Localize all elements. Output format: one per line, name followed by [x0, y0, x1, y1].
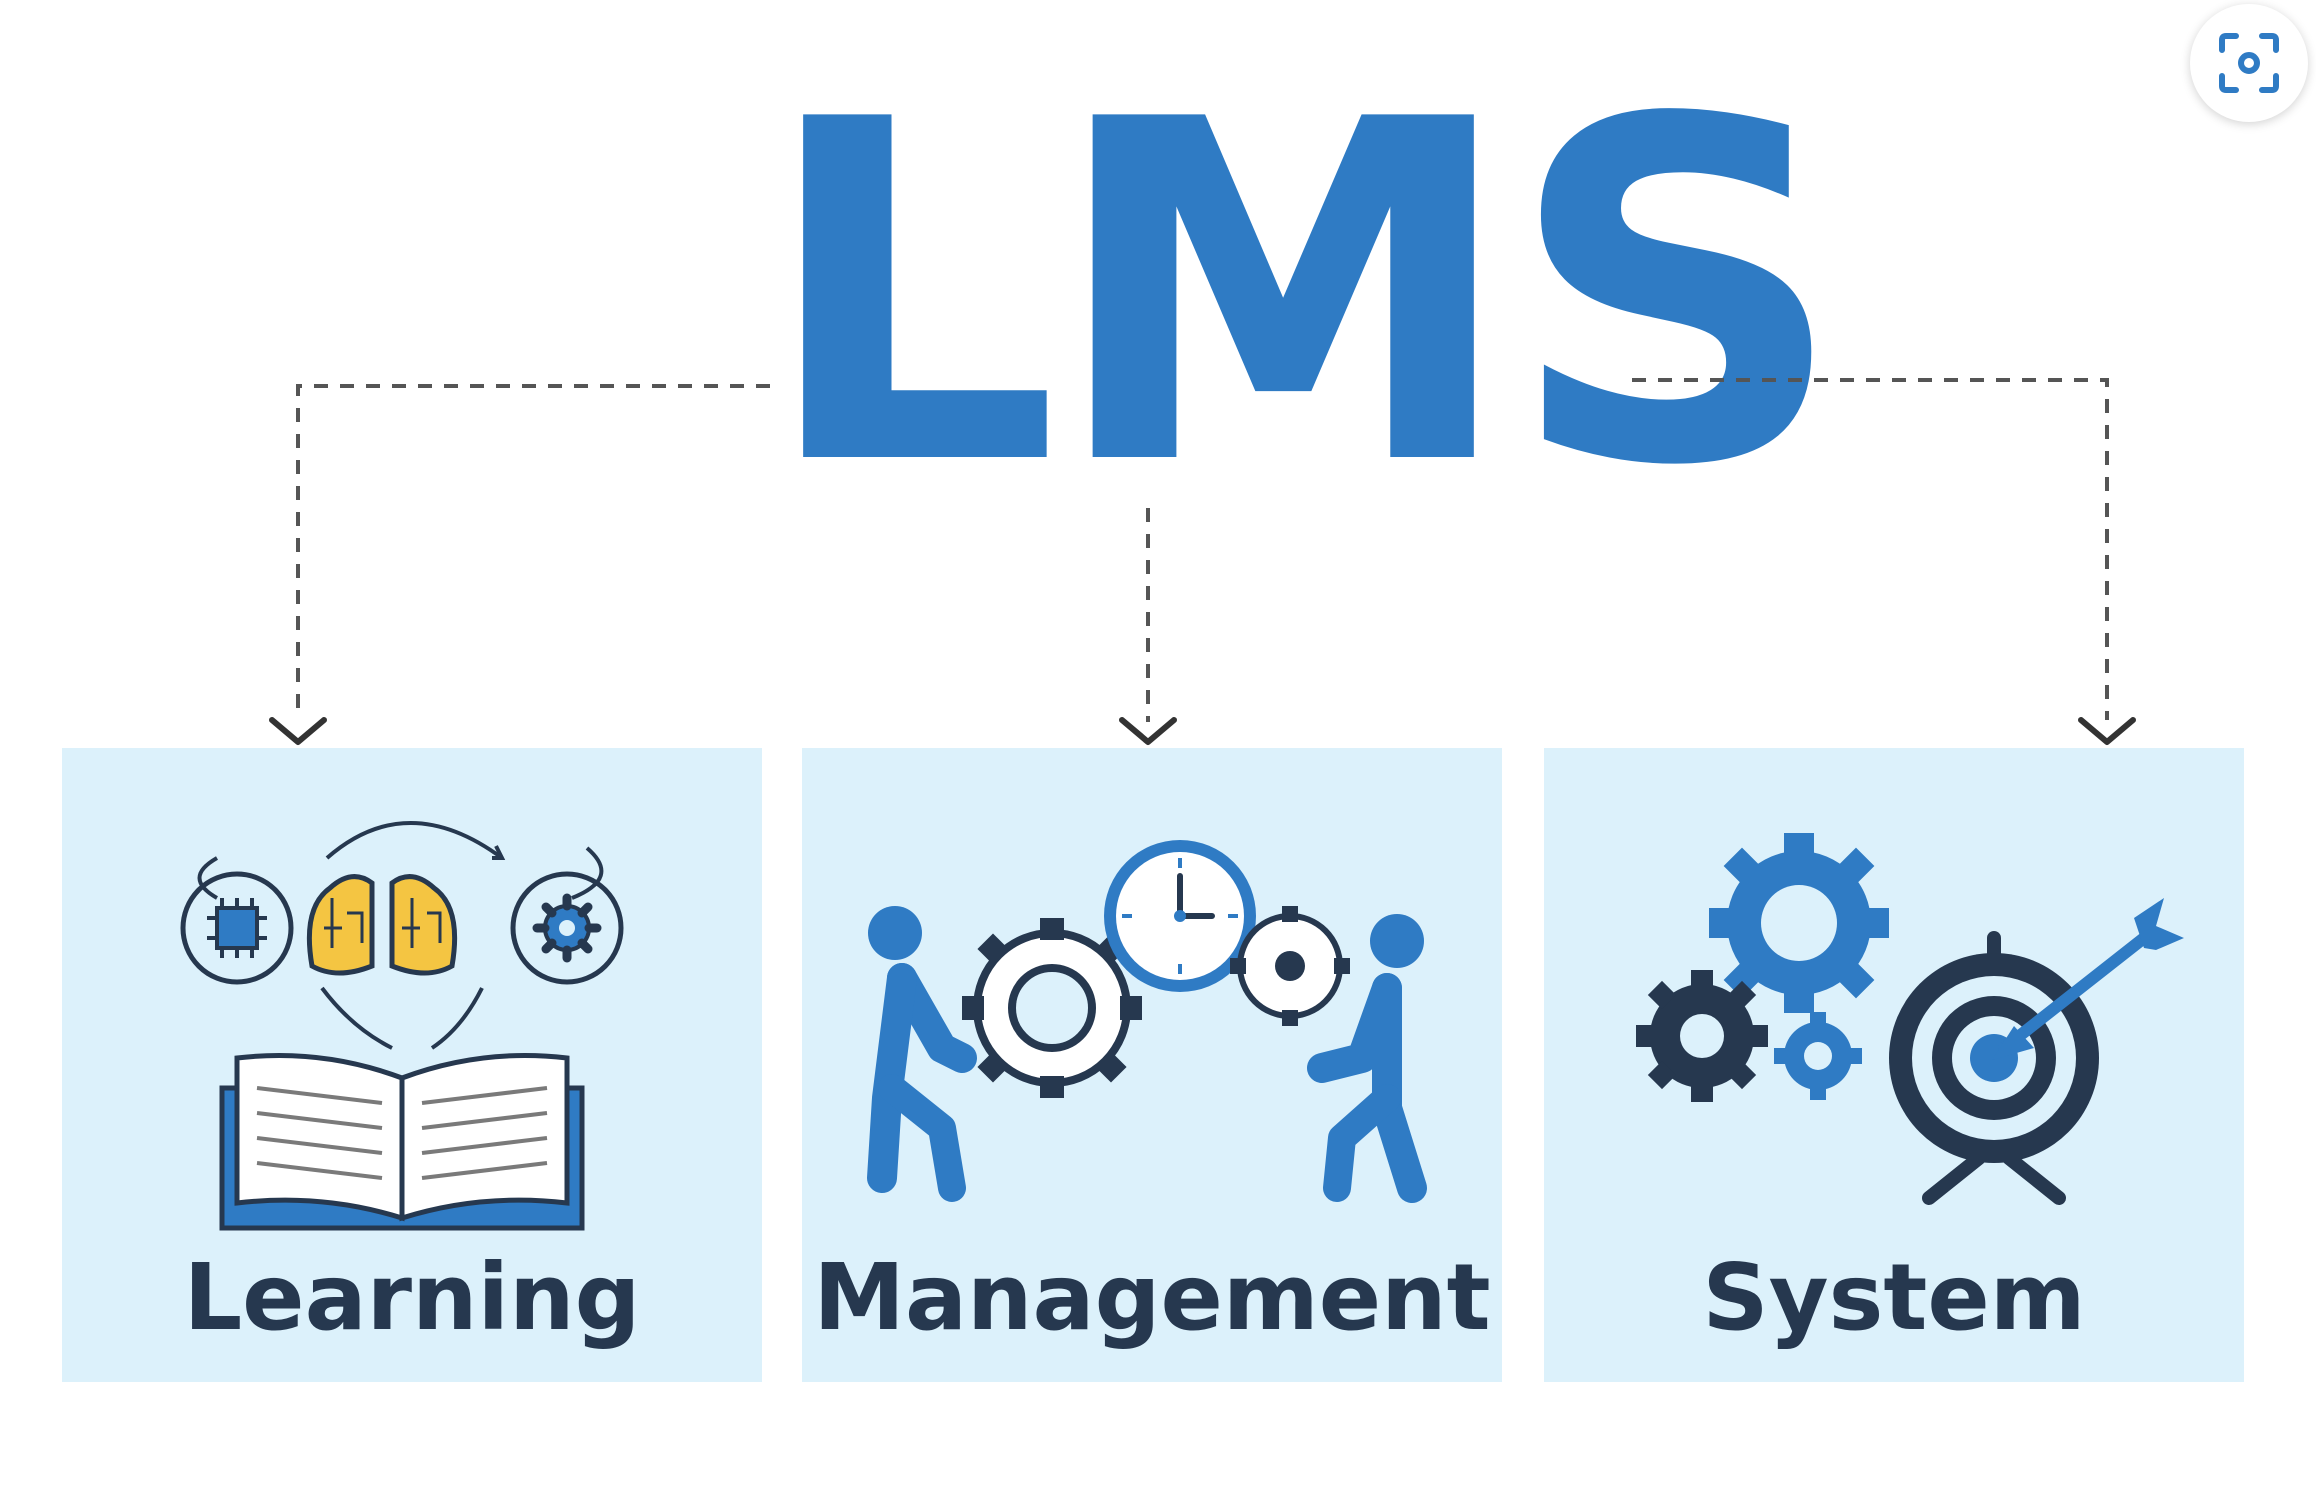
connector-to-learning — [296, 384, 770, 720]
person-icon — [867, 906, 977, 1202]
gear-icon — [510, 871, 624, 985]
gear-icon — [1636, 970, 1768, 1102]
arrowhead-learning — [269, 717, 327, 745]
management-panel: Management — [802, 748, 1502, 1382]
cycle-arrow-left — [320, 986, 393, 1050]
system-panel: System — [1544, 748, 2244, 1382]
cycle-arrow-top — [325, 821, 504, 860]
arrowhead-system — [2078, 717, 2136, 745]
system-label: System — [1702, 1244, 2086, 1351]
visual-search-button[interactable] — [2190, 4, 2308, 122]
visual-search-icon — [2219, 33, 2279, 93]
open-book-icon — [219, 1053, 585, 1231]
clock-icon — [1104, 840, 1256, 992]
arrowhead-management — [1119, 717, 1177, 745]
brain-icon — [306, 874, 375, 976]
learning-illustration — [180, 821, 624, 1231]
learning-label: Learning — [183, 1244, 641, 1351]
brain-icon — [389, 874, 458, 976]
gear-icon — [1774, 1012, 1862, 1100]
management-label: Management — [813, 1244, 1491, 1351]
system-illustration — [1636, 833, 2184, 1205]
management-illustration — [867, 840, 1427, 1203]
person-icon — [1307, 914, 1427, 1203]
diagram-title: LMS — [760, 21, 1846, 568]
cycle-arrow-right — [430, 987, 484, 1050]
target-icon — [1889, 931, 2099, 1205]
arrow-icon — [1992, 898, 2184, 1060]
gear-icon — [1709, 833, 1889, 1013]
learning-panel: Learning — [62, 748, 762, 1382]
gear-icon — [1230, 906, 1350, 1026]
chip-icon — [180, 871, 294, 985]
